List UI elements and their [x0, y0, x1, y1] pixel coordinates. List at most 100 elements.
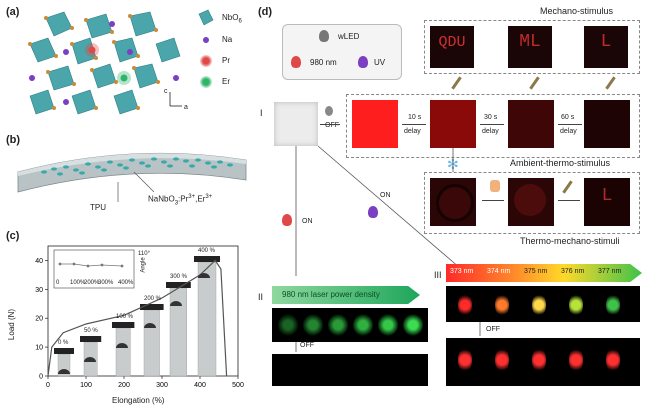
green-emission-spot [403, 314, 423, 336]
legend-er: Er [222, 77, 230, 86]
ambient-red-30s [508, 100, 554, 148]
inset-x-tick: 400% [118, 280, 134, 286]
hand-icon [490, 180, 500, 192]
legend-980nm: 980 nm [310, 58, 337, 67]
axis-a-label: a [184, 104, 188, 111]
y-tick-label: 10 [35, 345, 43, 352]
pr-sup: 3+ [188, 194, 196, 200]
er-part: ,Er [195, 194, 206, 204]
power-density-label: 980 nm laser power density [282, 290, 380, 299]
thermo-spot-2 [514, 184, 546, 216]
bar-label: 300 % [170, 274, 188, 280]
x-tick-label: 100 [80, 382, 92, 389]
uv-icon [368, 206, 378, 218]
color-emission-spot [495, 294, 509, 316]
roman-I: I [260, 108, 263, 118]
green-emission-spot [303, 314, 323, 336]
bar-label: 100 % [116, 314, 134, 320]
inset-angle-tick: 110° [138, 251, 150, 257]
on-label-uv: ON [380, 192, 391, 199]
x-tick-label: 200 [118, 382, 130, 389]
composite-rest: :Pr [178, 194, 189, 204]
mech-letters-3: L [600, 32, 612, 52]
laser-980-icon [282, 214, 292, 226]
white-sample [274, 102, 318, 146]
panel-label-a: (a) [6, 6, 20, 18]
inset-x-tick: 100% [70, 280, 86, 286]
red-emission-spot [532, 348, 546, 372]
inset-x-tick: 200% [84, 280, 100, 286]
green-emission-spot [353, 314, 373, 336]
thermo-image-3 [584, 178, 630, 226]
off-label-3: OFF [486, 326, 500, 333]
bar-label: 0 % [58, 340, 69, 346]
panel-label-b: (b) [6, 134, 21, 146]
axis-c-label: c [164, 88, 168, 95]
c-xlabel: Elongation (%) [112, 396, 165, 405]
x-tick-label: 400 [194, 382, 206, 389]
delay-time-2: 30 s [484, 114, 498, 121]
red-emission-spot [606, 348, 620, 372]
thermo-spot-1 [436, 184, 474, 222]
green-emission-spot [278, 314, 298, 336]
pr-dot-icon [200, 55, 212, 67]
power-density-bar [272, 286, 420, 304]
y-tick-label: 20 [35, 316, 43, 323]
wled-icon [319, 30, 329, 42]
tpu-label: TPU [90, 203, 106, 212]
color-emission-spot [606, 294, 620, 316]
green-emission-strip [272, 308, 428, 342]
composite-main: NaNbO [148, 194, 175, 204]
load-curve [47, 259, 228, 377]
x-tick-label: 500 [232, 382, 244, 389]
composite-sub: 3 [174, 200, 179, 207]
na-dot-icon [203, 37, 209, 43]
legend-nbo6: NbO6 [222, 13, 242, 25]
off-label-2: OFF [300, 342, 314, 349]
thermo-mechano-title: Thermo-mechano-stimuli [520, 236, 620, 246]
delay-word-3: delay [560, 128, 577, 135]
wavelength-label: 374 nm [487, 268, 511, 275]
inset-x-tick: 300% [98, 280, 114, 286]
red-emission-spot [495, 348, 509, 372]
roman-III: III [434, 270, 442, 280]
ambient-title: Ambient-thermo-stimulus [510, 158, 611, 168]
legend-nbo6-label: NbO [222, 13, 239, 22]
color-emission-spot [569, 294, 583, 316]
sample-clamp [112, 322, 135, 328]
thermo-mechano-frame [424, 172, 640, 234]
film-diagram [17, 152, 247, 202]
delay-word-1: delay [404, 128, 421, 135]
roman-II: II [258, 292, 264, 302]
green-emission-spot [328, 314, 348, 336]
wled-arrow-icon [325, 106, 333, 116]
wavelength-label: 377 nm [598, 268, 622, 275]
mech-letters-2: ML [519, 32, 541, 52]
delay-time-3: 60 s [561, 114, 575, 121]
red-emission-spot [458, 348, 472, 372]
bar-label: 200 % [144, 296, 162, 302]
uv-icon [358, 56, 368, 68]
arrow [480, 124, 504, 125]
mechano-frame [424, 20, 640, 74]
sample-clamp [140, 304, 164, 310]
inset-x-tick: 0 [56, 280, 60, 286]
mechano-title: Mechano-stimulus [540, 6, 614, 16]
legend-nbo6-sub: 6 [238, 18, 242, 25]
arrow [482, 200, 504, 201]
thermo-letter: L [601, 186, 613, 206]
legend-pr: Pr [222, 56, 230, 65]
legend-na: Na [222, 35, 233, 44]
mech-image-1 [430, 26, 474, 68]
wavelength-label: 376 nm [561, 268, 585, 275]
x-tick-label: 0 [46, 382, 50, 389]
wavelength-label: 375 nm [524, 268, 548, 275]
y-tick-label: 0 [39, 374, 43, 381]
y-tick-label: 40 [35, 258, 43, 265]
off-label-1: OFF [325, 122, 339, 129]
sample-clamp [54, 348, 74, 354]
mech-letters-1: QDU [438, 34, 466, 51]
ambient-red-0 [352, 100, 398, 148]
panel-label-c: (c) [6, 230, 20, 242]
